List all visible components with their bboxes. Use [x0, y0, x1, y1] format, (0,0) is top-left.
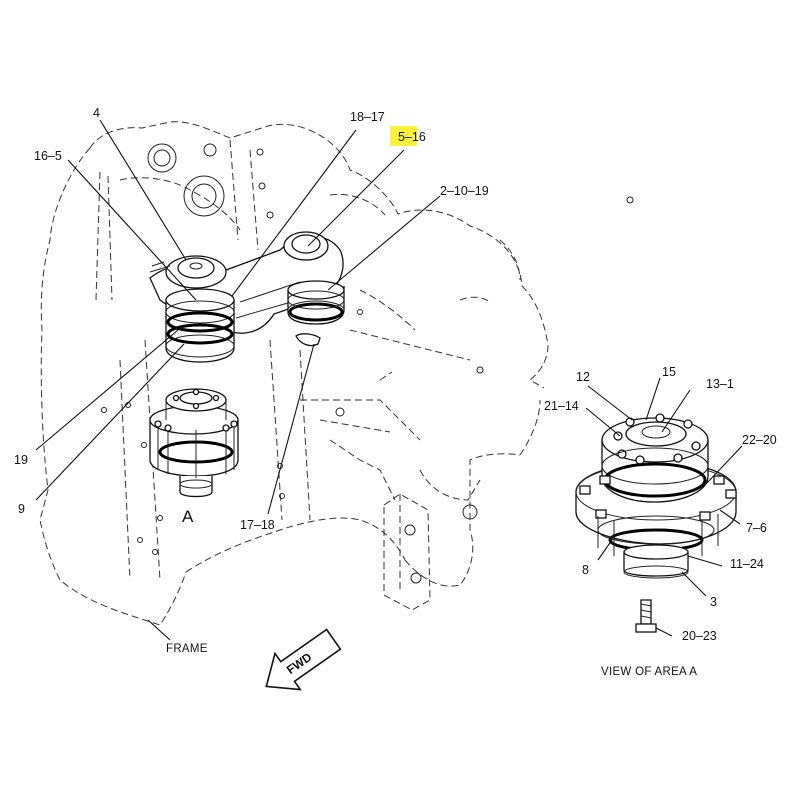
- callout-22-20: 22–20: [742, 433, 777, 447]
- callout-8: 8: [582, 563, 589, 577]
- callout-7-6: 7–6: [746, 521, 767, 535]
- frame-outline: [39, 121, 634, 626]
- callout-highlight: [390, 126, 417, 146]
- callout-4: 4: [93, 106, 100, 120]
- callouts: 4 16–5 18–17 5–16 2–10–19 19 9 17–18 A F…: [14, 106, 777, 678]
- link-assembly: [149, 231, 345, 363]
- callout-12: 12: [576, 370, 590, 384]
- callout-15: 15: [662, 365, 676, 379]
- callout-11-24: 11–24: [730, 557, 764, 571]
- callout-3: 3: [710, 595, 717, 609]
- fwd-arrow: FWD: [265, 628, 342, 691]
- callout-19: 19: [14, 453, 28, 467]
- callout-13-1: 13–1: [706, 377, 734, 391]
- callout-21-14: 21–14: [544, 399, 579, 413]
- callout-9: 9: [18, 502, 25, 516]
- leader-lines: [35, 119, 743, 641]
- area-a-hub-view: [575, 413, 737, 633]
- callout-2-10-19: 2–10–19: [440, 184, 489, 198]
- area-a-marker: A: [182, 507, 194, 526]
- view-caption: VIEW OF AREA A: [601, 666, 697, 678]
- hub-small: [149, 388, 239, 498]
- frame-label: FRAME: [166, 643, 208, 655]
- callout-17-18: 17–18: [240, 518, 275, 532]
- callout-16-5: 16–5: [34, 149, 62, 163]
- callout-20-23: 20–23: [682, 629, 717, 643]
- callout-18-17: 18–17: [350, 110, 385, 124]
- callout-5-16: 5–16: [398, 130, 426, 144]
